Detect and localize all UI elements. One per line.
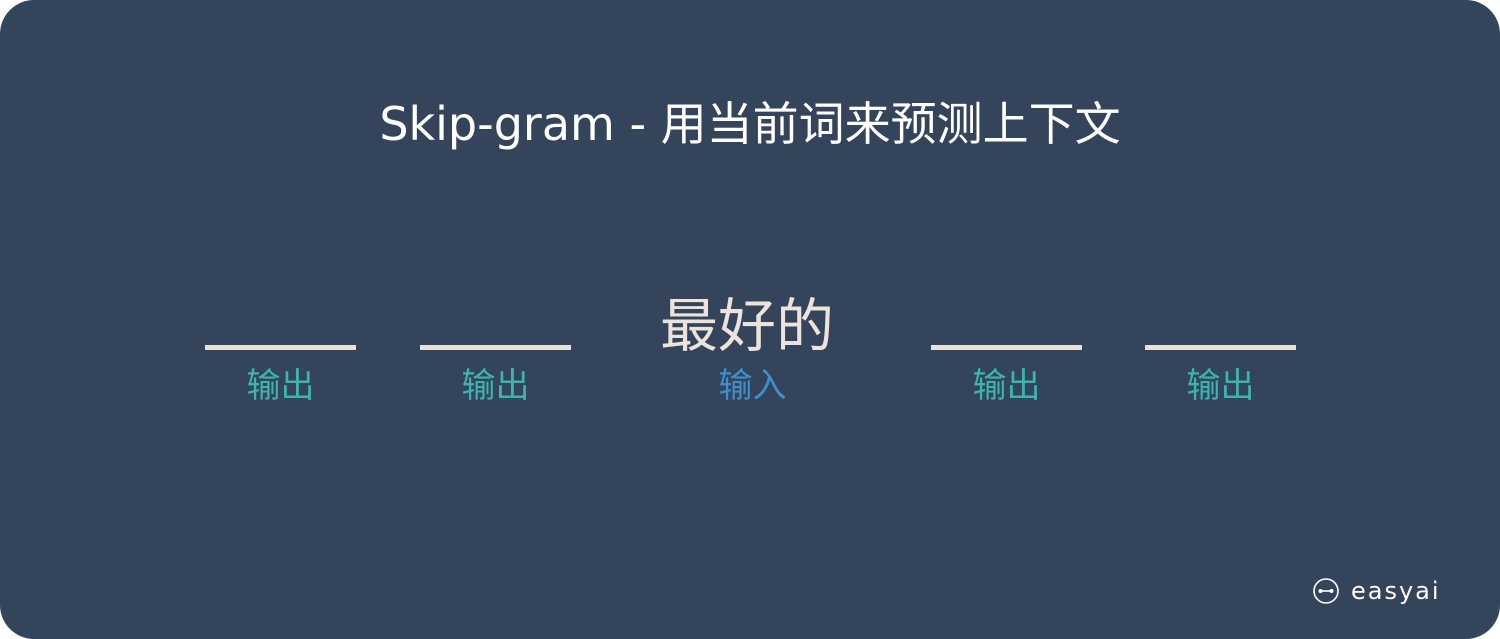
input-label: 输入 (718, 366, 787, 406)
diagram-title: Skip-gram - 用当前词来预测上下文 (379, 97, 1121, 151)
blank-line (420, 345, 571, 350)
easyai-logo-icon (1313, 578, 1339, 604)
blank-line (205, 345, 356, 350)
output-label: 输出 (972, 366, 1041, 406)
blank-line (931, 345, 1082, 350)
output-label: 输出 (1186, 366, 1255, 406)
blank-line (1145, 345, 1296, 350)
output-label: 输出 (246, 366, 315, 406)
center-word: 最好的 (659, 292, 834, 360)
logo-text: easyai (1351, 577, 1441, 605)
output-label: 输出 (461, 366, 530, 406)
easyai-logo: easyai (1313, 575, 1441, 607)
